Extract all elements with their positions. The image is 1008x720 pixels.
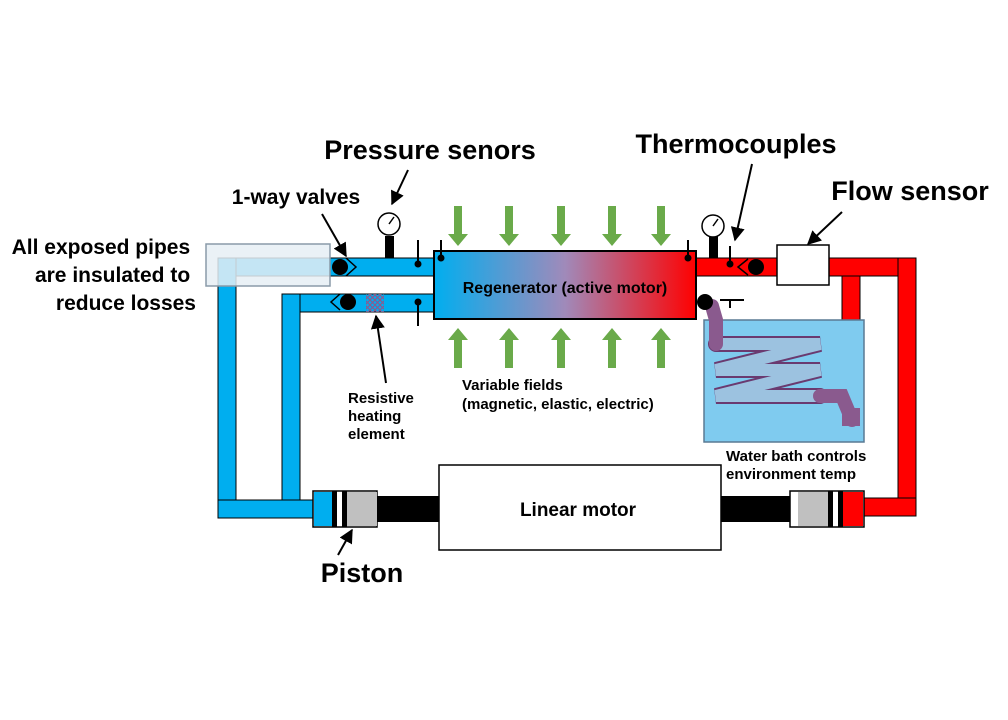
check-valve-icon	[748, 259, 764, 275]
field-arrow-icon	[602, 206, 622, 246]
cold-pipe-second	[281, 293, 435, 313]
field-arrow-icon	[651, 328, 671, 368]
check-valve-icon	[340, 294, 356, 310]
thermocouple-leader	[730, 163, 753, 242]
piston-leader	[337, 528, 353, 556]
field-arrow-icon	[448, 206, 468, 246]
pressure-sensors-label: Pressure senors	[324, 135, 536, 165]
field-arrow-icon	[448, 328, 468, 368]
piston-rod-right	[721, 496, 791, 522]
one-way-valves-label: 1-way valves	[232, 186, 360, 209]
regenerator-label: Regenerator (active motor)	[463, 280, 668, 297]
valve-hot-bottom	[697, 294, 713, 310]
field-arrow-icon	[551, 206, 571, 246]
field-arrow-icon	[602, 328, 622, 368]
insulated-pipes-label: All exposed pipes are insulated to reduc…	[12, 236, 196, 315]
valve-cold-top	[332, 257, 358, 277]
variable-fields-label: Variable fields (magnetic, elastic, elec…	[462, 377, 654, 413]
flow-sensor-label: Flow sensor	[831, 176, 989, 206]
water-bath-label: Water bath controls environment temp	[726, 448, 870, 483]
resistive-heating-label: Resistive heating element	[348, 390, 418, 443]
leader-arrows	[321, 163, 843, 556]
linear-motor-box	[438, 464, 722, 551]
coil-outlet-pipe	[842, 408, 860, 426]
field-arrow-icon	[551, 328, 571, 368]
valve-hot-top	[736, 258, 764, 276]
pressure-gauge-right	[701, 214, 725, 258]
piston-left	[312, 490, 378, 528]
valve-cold-bottom	[329, 293, 356, 311]
cold-pipe-left-inner	[281, 293, 301, 501]
check-valve-icon	[697, 294, 713, 310]
piston-right	[789, 490, 865, 528]
piston-label: Piston	[321, 558, 404, 588]
regenerator-body	[433, 250, 697, 320]
field-arrows-top	[448, 206, 671, 246]
flow-leader	[806, 211, 843, 245]
cold-pipe-bottom	[217, 499, 315, 519]
thermocouples-label: Thermocouples	[635, 129, 836, 159]
pressure-leader	[391, 169, 409, 206]
field-arrows-bottom	[448, 328, 671, 368]
insulation-box	[205, 243, 331, 287]
hot-pipe-bottom	[861, 497, 917, 517]
cold-pipe-bottom-inner-mask	[237, 312, 281, 499]
field-arrow-icon	[499, 328, 519, 368]
pressure-gauge-left	[377, 212, 401, 258]
water-bath	[703, 299, 865, 443]
cold-pipe-left-outer	[217, 257, 237, 519]
heater-leader	[370, 314, 387, 384]
field-arrow-icon	[651, 206, 671, 246]
resistive-heating-element	[366, 294, 384, 312]
valve-leader	[321, 213, 347, 258]
heat-exchanger-coil	[705, 299, 859, 427]
field-arrow-icon	[499, 206, 519, 246]
piston-rod-left	[377, 496, 439, 522]
check-valve-icon	[332, 259, 348, 275]
thermocouple-probes	[414, 240, 744, 326]
hot-pipe-right-outer	[897, 257, 917, 517]
linear-motor-label: Linear motor	[520, 500, 637, 521]
flow-sensor-box	[776, 244, 830, 286]
